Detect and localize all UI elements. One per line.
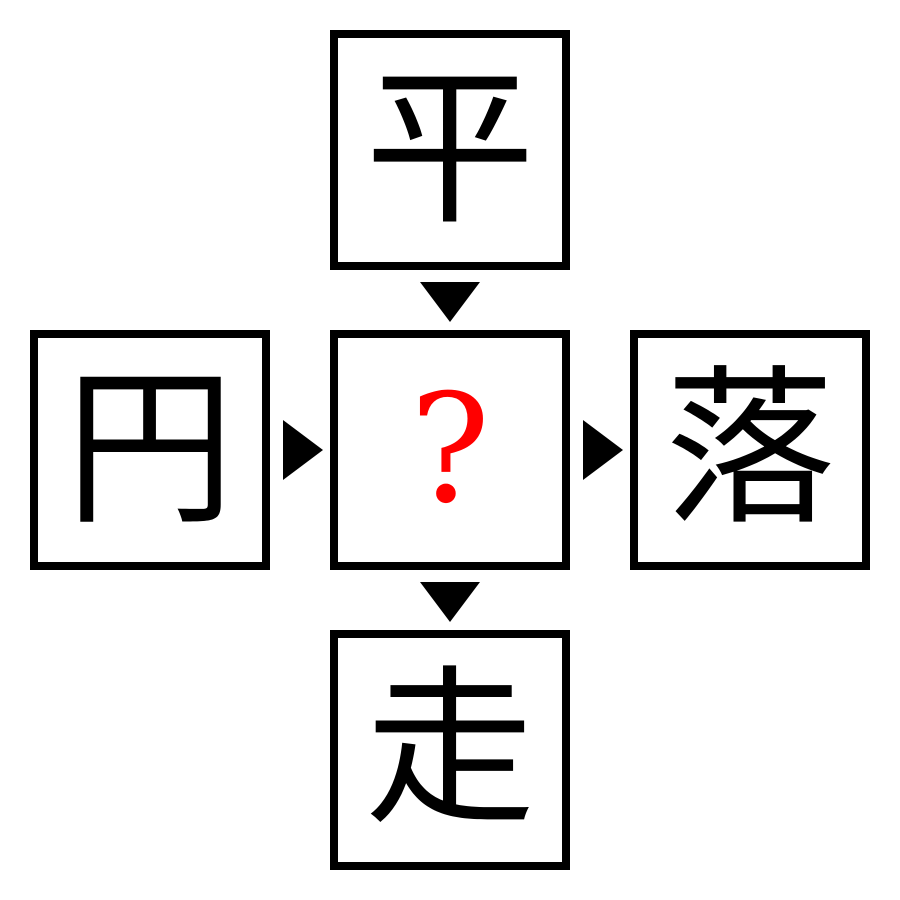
top-kanji-box: 平 — [330, 30, 570, 270]
bottom-kanji-box: 走 — [330, 630, 570, 870]
top-kanji: 平 — [364, 51, 535, 249]
left-kanji-box: 円 — [30, 330, 270, 570]
answer-box[interactable]: ? — [330, 330, 570, 570]
right-kanji-box: 落 — [630, 330, 870, 570]
right-kanji: 落 — [664, 351, 835, 549]
arrow-right-icon — [283, 420, 323, 480]
arrow-right-icon — [583, 420, 623, 480]
arrow-down-icon — [420, 582, 480, 622]
arrow-down-icon — [420, 282, 480, 322]
question-mark: ? — [409, 363, 491, 537]
bottom-kanji: 走 — [364, 651, 535, 849]
left-kanji: 円 — [64, 351, 235, 549]
